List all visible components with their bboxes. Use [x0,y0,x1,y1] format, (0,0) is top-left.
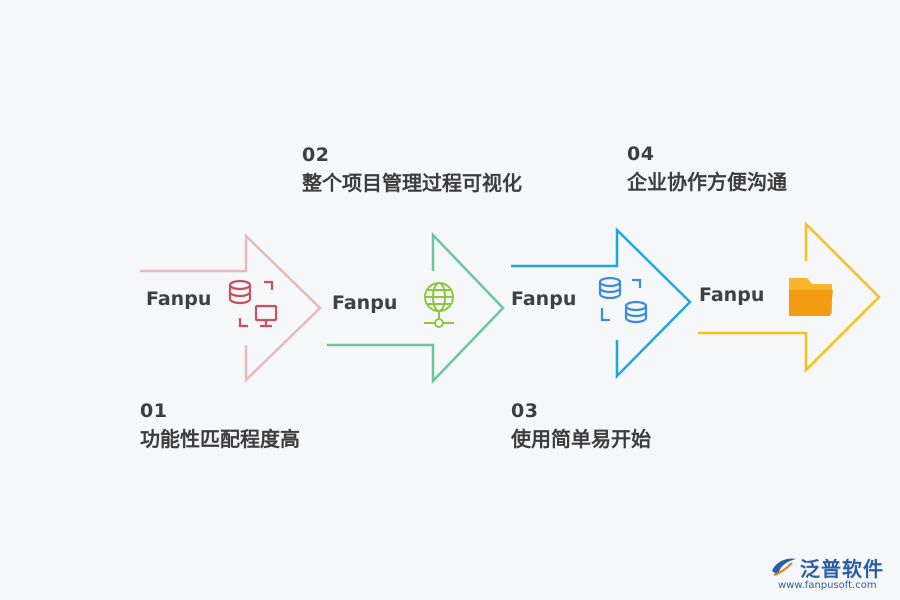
globe-network-icon [424,282,454,328]
step-4-number: 04 [627,143,655,165]
arrow-1-outline [140,233,322,383]
step-4-title: 企业协作方便沟通 [627,170,787,194]
step-1-brand-label: Fanpu [146,288,212,310]
logo-swoosh-icon [772,558,796,576]
database-sync-icon [598,276,648,324]
step-4-text: 04 企业协作方便沟通 [627,142,787,196]
step-3-brand-label: Fanpu [511,288,577,310]
step-2-text: 02 整个项目管理过程可视化 [302,143,522,197]
step-3-text: 03 使用简单易开始 [511,399,651,453]
step-2-brand-label: Fanpu [332,292,398,314]
step-3-title: 使用简单易开始 [511,427,651,451]
step-4-brand-label: Fanpu [699,284,765,306]
logo-name: 泛普软件 [800,557,884,581]
step-2-number: 02 [302,144,330,166]
step-2-title: 整个项目管理过程可视化 [302,171,522,195]
folder-icon [789,278,833,316]
arrow-4-outline [698,220,881,374]
step-1-title: 功能性匹配程度高 [140,427,300,451]
step-1-text: 01 功能性匹配程度高 [140,399,300,453]
logo-url: www.fanpusoft.com [778,580,877,591]
brand-logo: 泛普软件 www.fanpusoft.com [770,553,895,595]
step-1-number: 01 [140,400,168,422]
arrow-3-outline [511,227,692,380]
database-monitor-icon [228,279,278,328]
arrow-2-outline [327,231,505,385]
step-3-number: 03 [511,400,539,422]
